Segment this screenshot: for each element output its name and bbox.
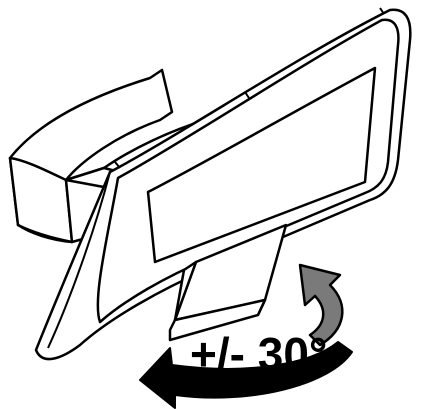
curved-arrow-left-icon xyxy=(139,341,353,409)
curved-arrow-right-icon xyxy=(298,263,344,347)
lower-stand xyxy=(168,223,288,342)
rotation-angle-label: +/- 30° xyxy=(190,328,327,380)
monitor-body xyxy=(34,7,412,361)
